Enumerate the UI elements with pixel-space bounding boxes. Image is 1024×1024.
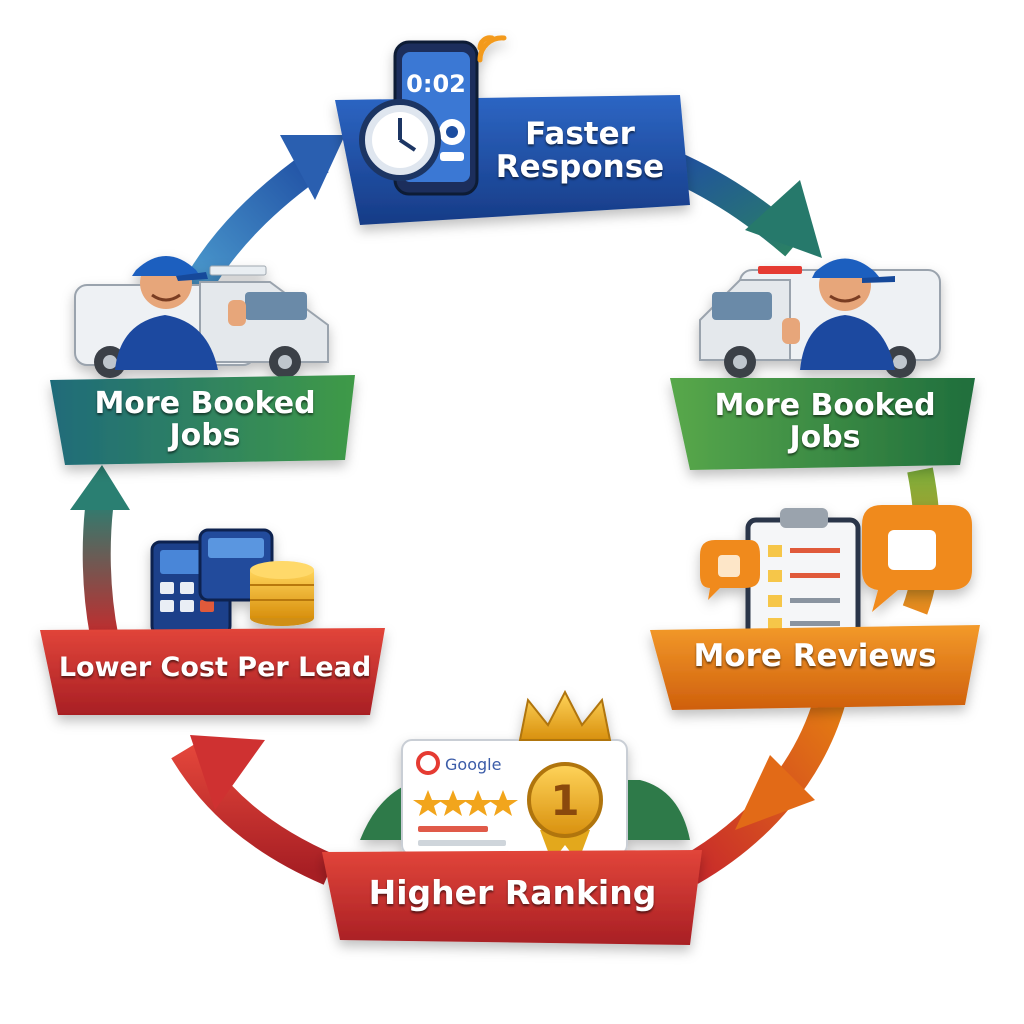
- arrow-ranking-to-cost: [171, 741, 337, 885]
- signal-icon: [477, 35, 507, 63]
- stage-lower-cost-per-lead: [40, 528, 385, 715]
- technician-avatar: [115, 256, 246, 370]
- clipboard-icon: [745, 508, 861, 653]
- clock-icon: [359, 99, 441, 181]
- stage-more-booked-jobs-right: [670, 258, 975, 470]
- thumbs-up-icon: [228, 300, 246, 326]
- phone-timer: 0:02: [406, 70, 466, 98]
- label-higher-ranking: Higher Ranking: [340, 875, 685, 911]
- arrowhead-top-left: [280, 135, 345, 200]
- thumbs-up-bubble-icon: [700, 540, 760, 600]
- label-line: Lower Cost Per Lead: [58, 652, 372, 683]
- star-rating-icon: [413, 790, 518, 816]
- google-label: Google: [445, 755, 501, 774]
- label-line: More Reviews: [693, 638, 937, 674]
- thumbs-up-icon: [782, 318, 800, 344]
- thumbs-up-bubble-icon: [862, 505, 972, 612]
- arrow-left-to-top: [176, 147, 329, 307]
- rank-number: 1: [550, 776, 579, 825]
- arrowhead-bottom-right: [735, 755, 815, 830]
- label-line: Jobs: [789, 420, 861, 456]
- arrowhead-bottom-left: [190, 735, 265, 810]
- label-line: Faster: [525, 116, 635, 152]
- label-line: More Booked: [94, 386, 316, 421]
- label-line: More Booked: [714, 388, 936, 423]
- stage-more-booked-jobs-left: [50, 256, 355, 465]
- arrowhead-top-right: [745, 180, 822, 258]
- label-line: Response: [495, 149, 665, 186]
- arrowhead-left: [70, 465, 130, 510]
- label-more-reviews: More Reviews: [670, 638, 960, 674]
- stage-more-reviews: [650, 505, 980, 710]
- label-lower-cost-per-lead: Lower Cost Per Lead: [55, 653, 375, 682]
- stage-faster-response: 0:02: [335, 35, 690, 225]
- van-icon: [699, 266, 941, 378]
- arrow-cost-to-jobs: [82, 498, 119, 643]
- technician-avatar: [782, 258, 895, 370]
- label-line: Higher Ranking: [368, 873, 657, 912]
- stage-higher-ranking: Google 1: [322, 689, 702, 945]
- label-more-booked-jobs-left: More Booked Jobs: [75, 386, 335, 454]
- label-line: Jobs: [169, 418, 241, 454]
- coin-stack-icon: [250, 561, 314, 626]
- crown-icon: [518, 689, 612, 741]
- label-faster-response: Faster Response: [495, 116, 665, 186]
- label-more-booked-jobs-right: More Booked Jobs: [700, 388, 950, 456]
